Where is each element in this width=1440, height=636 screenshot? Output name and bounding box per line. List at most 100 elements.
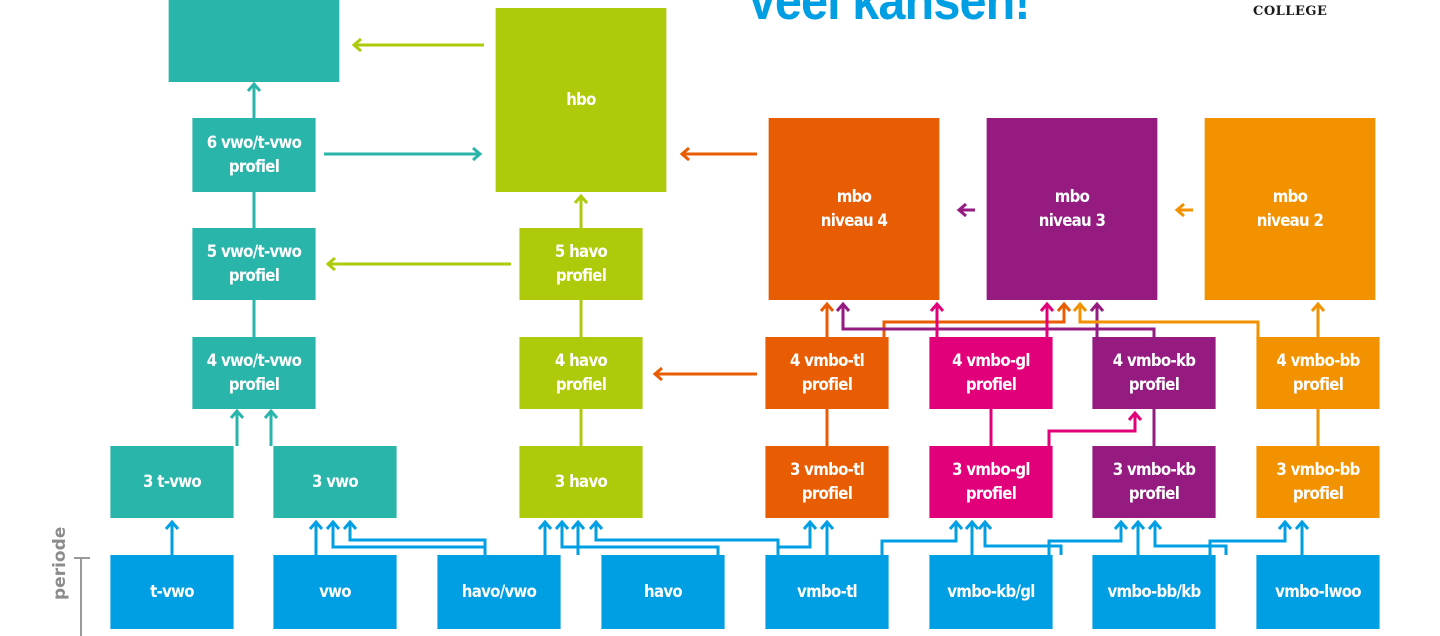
arrowhead-icon [1089, 301, 1105, 312]
arrowhead-icon [956, 202, 967, 218]
box-label: niveau 3 [1038, 211, 1106, 231]
box-label: mbo [836, 187, 872, 207]
box-periode-vmbo-kb-gl[interactable]: vmbo-kb/gl [929, 555, 1053, 629]
box-periode-vwo[interactable]: vwo [273, 555, 397, 629]
box-mbo-niveau-3[interactable]: mbo niveau 3 [986, 118, 1158, 300]
period-bracket-tick [74, 557, 90, 559]
box-periode-havo-vwo[interactable]: havo/vwo [437, 555, 561, 629]
connector-havovwo-3vwo [331, 522, 487, 555]
arrowhead-icon [588, 519, 604, 530]
box-label: profiel [555, 266, 607, 286]
box-wo[interactable] [168, 0, 340, 82]
box-label: 3 vwo [312, 472, 359, 492]
connector-vmbotl-3havo [594, 522, 780, 555]
box-label: 5 vwo/t-vwo [206, 242, 302, 262]
connector-4tl-mbo3 [882, 304, 1066, 337]
box-label: t-vwo [150, 582, 194, 602]
box-3-vmbo-bb[interactable]: 3 vmbo-bb profiel [1256, 446, 1380, 518]
arrowhead-icon [351, 37, 362, 53]
box-label: 6 vwo/t-vwo [206, 133, 302, 153]
box-label: havo/vwo [461, 582, 537, 602]
box-label: vwo [319, 582, 351, 602]
arrowhead-icon [929, 301, 945, 312]
arrowhead-icon [1039, 301, 1055, 312]
connector-3gl-4kb [1047, 413, 1137, 446]
box-4-vwo[interactable]: 4 vwo/t-vwo profiel [192, 337, 316, 409]
connector-vmbobbkb-3gl [983, 522, 1063, 555]
arrowhead-icon [342, 519, 358, 530]
box-periode-vmbo-bb-kb[interactable]: vmbo-bb/kb [1092, 555, 1216, 629]
box-label: 3 vmbo-gl [952, 460, 1030, 480]
box-label: 3 vmbo-kb [1112, 460, 1196, 480]
arrowhead-icon [964, 519, 980, 530]
connector-vmbolwoo-3kb [1153, 522, 1228, 555]
box-label: havo [644, 582, 683, 602]
box-label: vmbo-lwoo [1275, 582, 1361, 602]
box-label: mbo [1054, 187, 1090, 207]
arrowhead-icon [263, 408, 279, 419]
box-periode-havo[interactable]: havo [601, 555, 725, 629]
box-label: 3 vmbo-tl [789, 460, 865, 480]
box-4-vmbo-bb[interactable]: 4 vmbo-bb profiel [1256, 337, 1380, 409]
box-label: 3 havo [554, 472, 608, 492]
connector-vmbobbkb-3bb [1208, 522, 1287, 555]
box-label: 4 havo [554, 351, 608, 371]
box-label: profiel [228, 375, 280, 395]
box-periode-t-vwo[interactable]: t-vwo [110, 555, 234, 629]
box-hbo[interactable]: hbo [495, 8, 667, 192]
box-3-t-vwo[interactable]: 3 t-vwo [110, 446, 234, 518]
box-label: profiel [1128, 375, 1180, 395]
arrowhead-icon [570, 519, 586, 530]
arrowhead-icon [554, 519, 570, 530]
arrowhead-icon [573, 193, 589, 204]
arrowhead-icon [819, 301, 835, 312]
box-label: profiel [1292, 375, 1344, 395]
arrowhead-icon [325, 519, 341, 530]
box-mbo-niveau-4[interactable]: mbo niveau 4 [768, 118, 940, 300]
connector-vmbokbgl-3kb [1047, 522, 1123, 555]
box-label: profiel [228, 157, 280, 177]
arrowhead-icon [1127, 410, 1143, 421]
box-label: profiel [1292, 484, 1344, 504]
period-label: periode [50, 526, 70, 600]
arrowhead-icon [835, 301, 851, 312]
box-label: vmbo-tl [797, 582, 858, 602]
box-periode-vmbo-lwoo[interactable]: vmbo-lwoo [1256, 555, 1380, 629]
arrowhead-icon [1072, 301, 1088, 312]
box-label: 4 vmbo-bb [1276, 351, 1360, 371]
box-label: profiel [965, 484, 1017, 504]
arrowhead-icon [1113, 519, 1129, 530]
box-label: 4 vwo/t-vwo [206, 351, 302, 371]
arrowhead-icon [1174, 202, 1185, 218]
arrowhead-icon [164, 519, 180, 530]
box-3-vmbo-gl[interactable]: 3 vmbo-gl profiel [929, 446, 1053, 518]
page-title: Veel kansen! [746, 0, 1031, 31]
arrowhead-icon [1310, 301, 1326, 312]
box-label: niveau 4 [820, 211, 888, 231]
box-6-vwo[interactable]: 6 vwo/t-vwo profiel [192, 118, 316, 192]
arrowhead-icon [1277, 519, 1293, 530]
arrowhead-icon [229, 408, 245, 419]
arrowhead-icon [1294, 519, 1310, 530]
box-label: profiel [801, 375, 853, 395]
arrowhead-icon [948, 519, 964, 530]
box-label: 3 vmbo-bb [1276, 460, 1360, 480]
box-3-havo[interactable]: 3 havo [519, 446, 643, 518]
box-periode-vmbo-tl[interactable]: vmbo-tl [765, 555, 889, 629]
arrowhead-icon [1147, 519, 1163, 530]
arrowhead-icon [472, 146, 483, 162]
box-label: hbo [566, 90, 596, 110]
connector-4kb-mbo4 [841, 304, 1156, 337]
box-3-vwo[interactable]: 3 vwo [273, 446, 397, 518]
connector-4bb-mbo3 [1078, 304, 1260, 337]
